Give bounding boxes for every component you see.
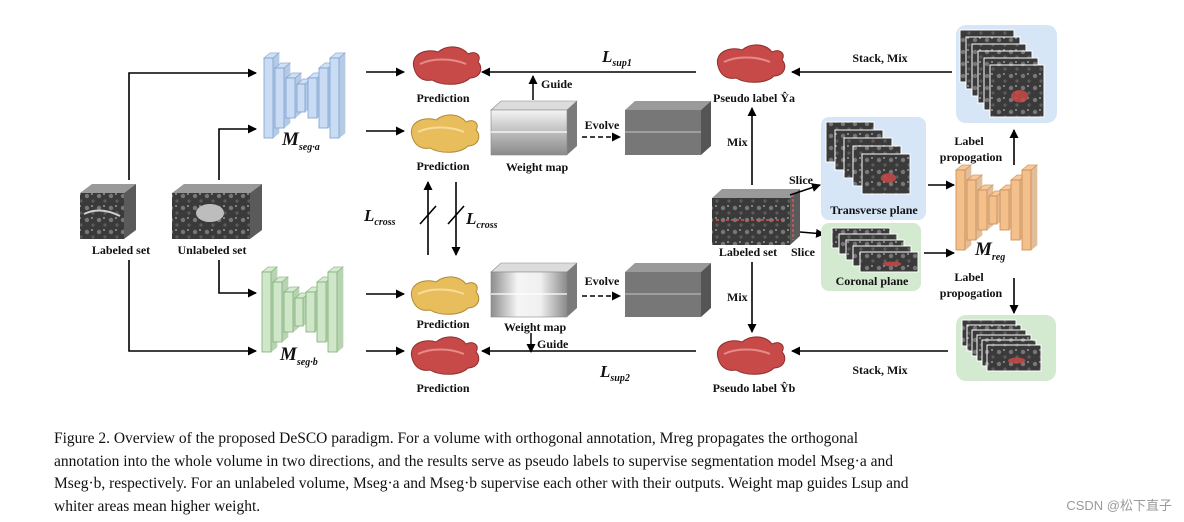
left-routing-arrows: [128, 68, 257, 356]
evolve-top-label: Evolve: [585, 118, 620, 132]
labeled-set-right-volume: [712, 189, 800, 245]
seg-a-network: [263, 52, 346, 139]
stack-mix-bottom-label: Stack, Mix: [852, 363, 907, 377]
weight-map-top: [490, 100, 578, 156]
caption-line: Mseg·b, respectively. For an unlabeled v…: [54, 475, 909, 493]
figure-caption: Figure 2. Overview of the proposed DeSCO…: [54, 428, 1084, 518]
label-propogation-bottom-line1: Label: [954, 270, 984, 284]
propagated-coronal-stack: [961, 319, 1042, 372]
guide-top-label: Guide: [541, 77, 573, 91]
seg-a-model-label: Mseg·a: [281, 129, 320, 153]
desco-overview-diagram: Labeled set Unlabeled set Mseg·a Mseg·b …: [80, 25, 1057, 395]
label-propogation-bottom-line2: propogation: [940, 286, 1003, 300]
unlabeled-set-volume: [172, 184, 262, 239]
caption-line: annotation into the whole volume in two …: [54, 452, 893, 470]
cross-supervision-arrows: [419, 181, 465, 256]
mix-top-label: Mix: [727, 135, 748, 149]
weight-map-bottom: [490, 262, 578, 318]
cross-loss-right: Lcross: [465, 209, 498, 231]
sup2-loss-label: Lsup2: [599, 362, 630, 384]
labeled-set-label: Labeled set: [92, 243, 150, 257]
evolved-weight-map-bottom: [625, 263, 711, 317]
stack-mix-top-label: Stack, Mix: [852, 51, 907, 65]
unlabeled-set-label: Unlabeled set: [178, 243, 247, 257]
cross-loss-left: Lcross: [363, 206, 396, 228]
pseudo-label-b-label: Pseudo label Ŷb: [713, 381, 796, 395]
label-propogation-top-line2: propogation: [940, 150, 1003, 164]
seg-b-model-label: Mseg·b: [279, 344, 318, 368]
prediction-bottom-yellow-label: Prediction: [416, 317, 469, 331]
sup1-loss-label: Lsup1: [601, 47, 632, 69]
labeled-set-right-label: Labeled set: [719, 245, 777, 259]
guide-bottom-label: Guide: [537, 337, 569, 351]
seg-b-network: [261, 266, 344, 353]
pseudo-label-a-organ: [716, 44, 786, 83]
evolve-arrows: [582, 132, 621, 301]
transverse-slice-stack: [825, 121, 911, 195]
prediction-top-yellow-label: Prediction: [416, 159, 469, 173]
network-layer-block: [329, 52, 346, 139]
labeled-set-volume: [80, 184, 136, 239]
ct-slice: [861, 153, 911, 195]
plane-to-reg-arrows: [924, 180, 955, 258]
pseudo-label-b-organ: [716, 336, 786, 375]
pseudo-label-a-label: Pseudo label Ŷa: [713, 91, 795, 105]
ct-slice: [986, 344, 1042, 372]
reg-model-label: Mreg: [974, 239, 1005, 263]
supervision-arrows: [481, 67, 696, 356]
reg-network: [955, 164, 1038, 251]
caption-line: Figure 2. Overview of the proposed DeSCO…: [54, 430, 859, 447]
caption-line: whiter areas mean higher weight.: [54, 497, 261, 515]
stack-mix-arrows: [791, 67, 952, 356]
network-layer-block: [1021, 164, 1038, 251]
watermark: CSDN @松下直子: [1066, 498, 1172, 513]
coronal-plane-label: Coronal plane: [836, 274, 909, 288]
ct-slice: [859, 251, 919, 273]
transverse-plane-label: Transverse plane: [830, 203, 918, 217]
ct-slice: [989, 64, 1045, 118]
slice-bottom-label: Slice: [791, 245, 816, 259]
coronal-slice-stack: [831, 227, 919, 273]
guide-arrows: [526, 75, 538, 353]
mix-bottom-label: Mix: [727, 290, 748, 304]
weight-map-bottom-label: Weight map: [504, 320, 567, 334]
label-propogation-top-line1: Label: [954, 134, 984, 148]
model-output-arrows: [366, 67, 405, 356]
slice-arrows: [789, 183, 825, 238]
evolve-bottom-label: Evolve: [585, 274, 620, 288]
slice-top-label: Slice: [789, 173, 814, 187]
prediction-bottom-red-label: Prediction: [416, 381, 469, 395]
network-layer-block: [327, 266, 344, 353]
prediction-bottom-red-organ: [410, 336, 480, 375]
prediction-top-red-label: Prediction: [416, 91, 469, 105]
evolved-weight-map-top: [625, 101, 711, 155]
prediction-top-red-organ: [412, 46, 482, 85]
weight-map-top-label: Weight map: [506, 160, 569, 174]
propagated-transverse-stack: [959, 29, 1045, 118]
prediction-top-yellow-organ: [410, 114, 480, 153]
prediction-bottom-yellow-organ: [410, 276, 480, 315]
